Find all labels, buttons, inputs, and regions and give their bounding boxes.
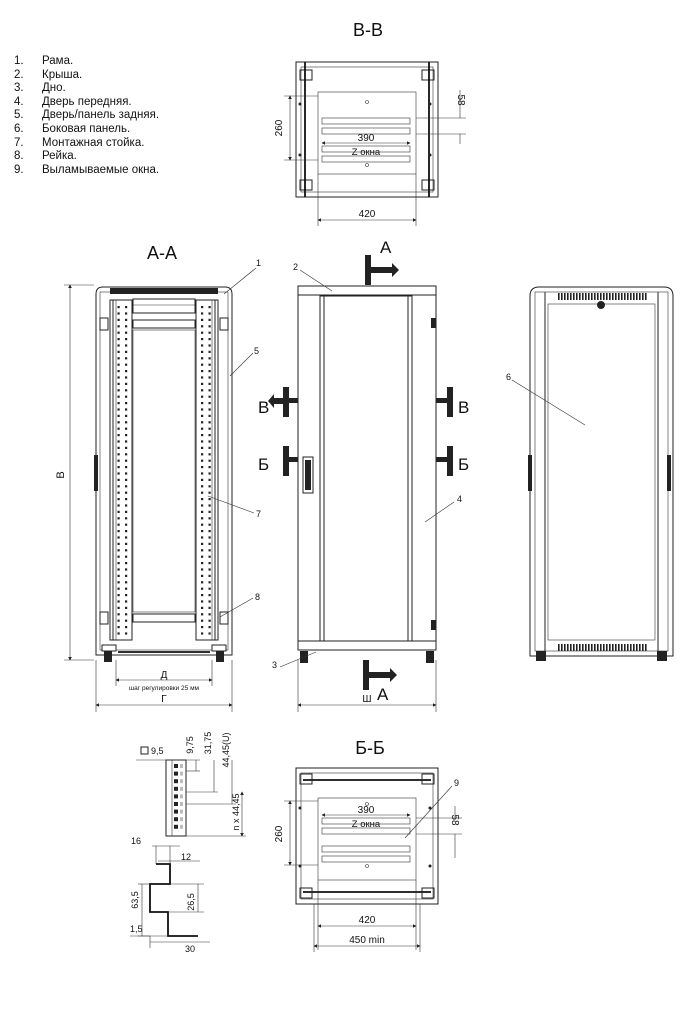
callout-5: 5 (254, 346, 259, 356)
dim-aa-g: Г (161, 694, 167, 705)
legend-list: 1.Рама.2.Крыша.3.Дно.4.Дверь передняя.5.… (14, 55, 159, 177)
callout-4: 4 (457, 494, 462, 504)
dim-bb-zwin: Z окна (352, 819, 381, 830)
dim-bb-260: 260 (274, 825, 285, 842)
rail-holes (174, 764, 183, 829)
dim-vv-390: 390 (358, 133, 375, 144)
title-bb: Б-Б (355, 738, 385, 758)
dim-rail-sq: 9,5 (151, 746, 164, 756)
dim-profile-30: 30 (185, 944, 195, 954)
title-vv: В-В (353, 20, 383, 40)
callout-6: 6 (506, 372, 511, 382)
legend-item-number: 9. (14, 163, 24, 176)
section-mark-a-bottom: А (377, 685, 389, 704)
dim-aa-step: шаг регулировки 25 мм (129, 685, 200, 692)
title-aa: А-А (147, 243, 177, 263)
dim-rail-4445u: 44,45(U) (221, 732, 231, 767)
legend-item-text: Боковая панель. (42, 122, 131, 135)
legend-item-text: Рама. (42, 55, 74, 67)
dim-front-width: Ш (362, 694, 371, 705)
callout-3: 3 (272, 660, 277, 670)
section-vv: В-В 260 58 390 Z окна (274, 20, 466, 226)
legend-item-number: 5. (14, 109, 24, 122)
section-mark-v-right: В (458, 398, 469, 417)
legend-item-text: Монтажная стойка. (42, 136, 145, 149)
legend-item-number: 1. (14, 55, 24, 67)
dim-profile-16: 16 (131, 836, 141, 846)
dim-rail-975: 9,75 (185, 736, 195, 754)
dim-rail-nx: n x 44,45 (231, 793, 241, 830)
section-aa: А-А В Д шаг регулировки (55, 243, 261, 712)
section-mark-v-left: В (258, 398, 269, 417)
callout-8: 8 (255, 592, 260, 602)
section-mark-b-left: Б (258, 455, 269, 474)
legend-item-number: 4. (14, 95, 24, 108)
callout-2: 2 (293, 262, 298, 272)
legend-item-text: Дно. (42, 82, 66, 95)
dim-vv-420: 420 (359, 209, 376, 220)
dim-bb-390: 390 (358, 805, 375, 816)
legend-item: 6. Боковая панель. (14, 123, 159, 137)
dim-profile-12: 12 (181, 852, 191, 862)
dim-bb-58: 58 (449, 814, 460, 826)
legend-item-text: Дверь передняя. (42, 95, 132, 108)
legend-item-text: Крыша. (42, 68, 83, 81)
legend-item: 1. Рама. (14, 55, 159, 69)
dim-profile-635: 63,5 (130, 891, 140, 909)
callout-9: 9 (454, 778, 459, 788)
dim-vv-260: 260 (274, 119, 285, 136)
dim-aa-d: Д (161, 670, 168, 681)
legend-item-number: 7. (14, 136, 24, 149)
legend-item-number: 2. (14, 68, 24, 81)
callout-7: 7 (256, 509, 261, 519)
dim-vv-58: 58 (455, 94, 466, 106)
legend-item: 7. Монтажная стойка. (14, 137, 159, 151)
section-mark-a-top: А (380, 238, 392, 257)
rail-detail: 9,5 9,75 31,75 44,45(U) n x 44,45 (136, 732, 246, 837)
rack-holes (117, 306, 211, 635)
section-bb: Б-Б 260 58 390 Z окна (274, 738, 462, 952)
callout-1: 1 (256, 258, 261, 268)
dim-profile-15: 1,5 (130, 924, 143, 934)
vent-slots (558, 293, 647, 651)
legend-item-text: Рейка. (42, 150, 77, 163)
dim-vv-zwin: Z окна (352, 147, 381, 158)
side-view: 6 (506, 286, 674, 661)
legend-item-text: Выламываемые окна. (42, 163, 160, 176)
dim-bb-420: 420 (359, 915, 376, 926)
dim-aa-height: В (55, 471, 67, 478)
dim-rail-3175: 31,75 (203, 732, 213, 755)
front-view: А А В В Б Б Ш 2 3 4 (258, 238, 469, 712)
legend-item-text: Дверь/панель задняя. (42, 109, 160, 122)
dim-bb-450: 450 min (349, 935, 385, 946)
profile-detail: 16 12 63,5 26,5 1,5 30 (130, 836, 210, 954)
section-mark-b-right: Б (458, 455, 469, 474)
legend-item: 5. Дверь/панель задняя. (14, 109, 159, 123)
legend-item: 4. Дверь передняя. (14, 96, 159, 110)
legend-item-number: 8. (14, 150, 24, 163)
legend-item: 9. Выламываемые окна. (14, 164, 159, 178)
legend-item: 8. Рейка. (14, 150, 159, 164)
legend-item-number: 3. (14, 82, 24, 95)
legend-item-number: 6. (14, 122, 24, 135)
dim-profile-265: 26,5 (186, 893, 196, 911)
legend-item: 2. Крыша. (14, 69, 159, 83)
legend-item: 3. Дно. (14, 82, 159, 96)
